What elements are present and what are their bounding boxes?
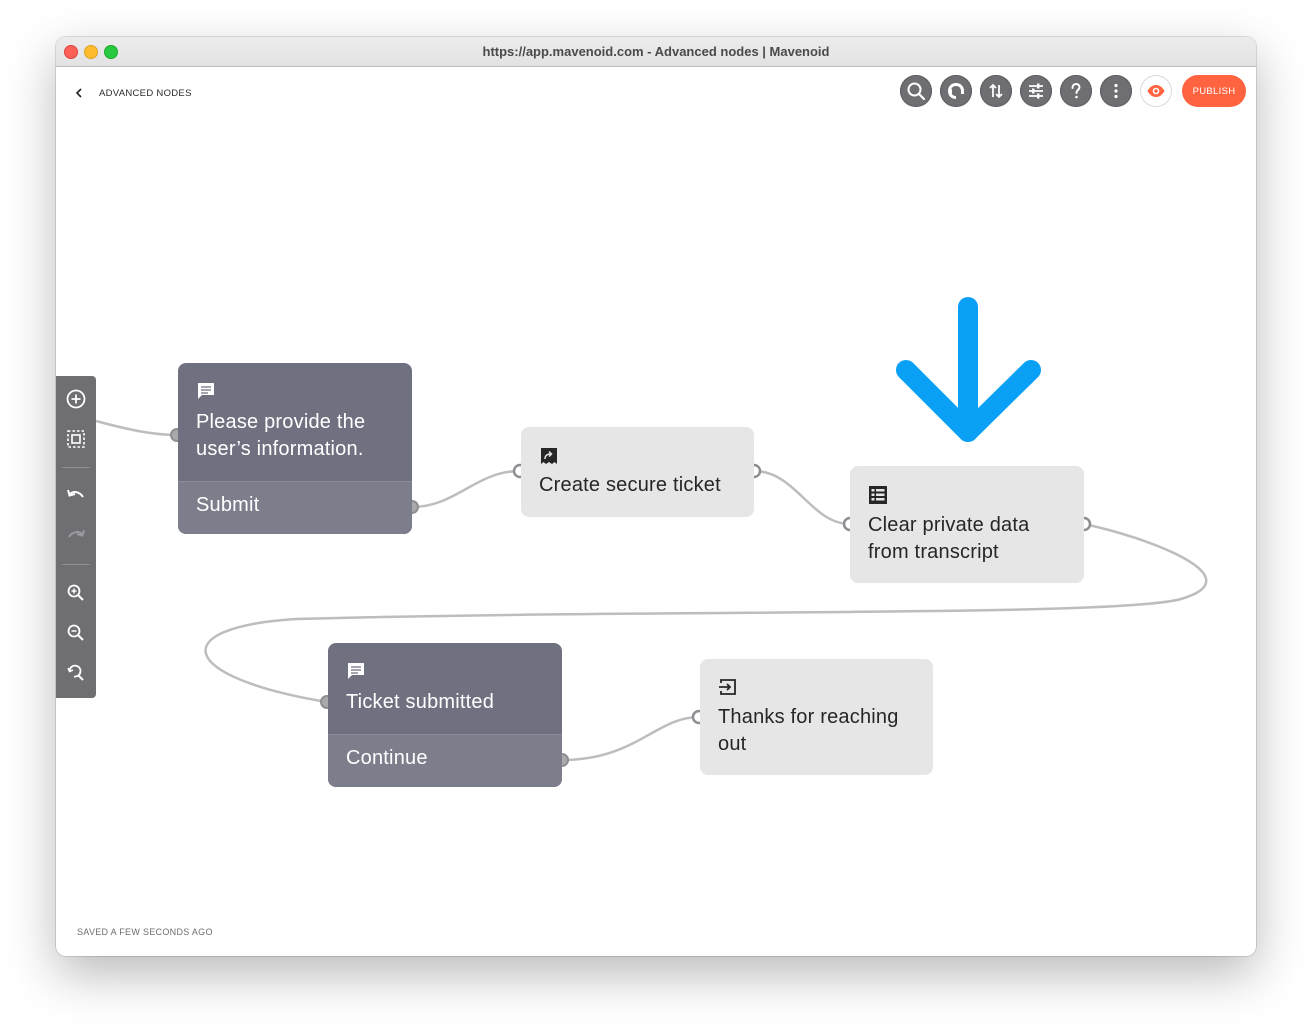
flow-node-ticket-submitted[interactable]: Ticket submitted Continue [328, 643, 562, 787]
zoom-out-icon [67, 624, 84, 641]
save-status: SAVED A FEW SECONDS AGO [77, 927, 213, 937]
redo-button[interactable] [64, 524, 88, 548]
connection-submit-to-ticket [411, 469, 521, 509]
editor-toolbar: PUBLISH [900, 75, 1246, 107]
zoom-in-icon [67, 584, 84, 601]
sort-button[interactable] [980, 75, 1012, 107]
node-text: Clear private data from transcript [868, 514, 1030, 563]
bot-icon [948, 83, 964, 99]
output-label: Submit [196, 494, 260, 516]
zoom-reset-icon [67, 664, 84, 681]
close-window-button[interactable] [64, 45, 78, 59]
undo-button[interactable] [64, 484, 88, 508]
back-label: ADVANCED NODES [99, 87, 192, 99]
connection-clear-to-submitted [204, 522, 1208, 704]
select-area-icon [67, 430, 85, 448]
message-icon [198, 383, 214, 399]
flow-node-clear-data[interactable]: Clear private data from transcript [850, 466, 1084, 583]
help-button[interactable] [1060, 75, 1092, 107]
preview-button[interactable] [1140, 75, 1172, 107]
help-icon [1071, 82, 1081, 99]
settings-button[interactable] [1020, 75, 1052, 107]
title-bar: https://app.mavenoid.com - Advanced node… [56, 37, 1256, 67]
flow-node-secure-ticket[interactable]: Create secure ticket [521, 427, 754, 517]
exit-icon [719, 679, 736, 695]
tools-divider [62, 467, 90, 468]
add-node-icon [66, 389, 86, 409]
window-title: https://app.mavenoid.com - Advanced node… [482, 44, 830, 59]
tools-divider [62, 564, 90, 565]
zoom-window-button[interactable] [104, 45, 118, 59]
sort-icon [989, 83, 1003, 99]
arrow-down-icon [896, 297, 1041, 442]
zoom-out-button[interactable] [64, 621, 88, 645]
editor-header: ADVANCED NODES PUBLISH [56, 67, 1256, 117]
assistant-button[interactable] [940, 75, 972, 107]
back-button[interactable]: ADVANCED NODES [72, 85, 192, 101]
add-node-button[interactable] [64, 387, 88, 411]
zoom-reset-button[interactable] [64, 661, 88, 685]
connection-continue-to-thanks [561, 715, 700, 762]
more-options-button[interactable] [1100, 75, 1132, 107]
connection-incoming [95, 419, 179, 437]
node-text: Create secure ticket [539, 474, 721, 496]
zoom-in-button[interactable] [64, 581, 88, 605]
sliders-icon [1029, 83, 1043, 99]
redo-icon [68, 529, 85, 538]
flow-node-thanks[interactable]: Thanks for reaching out [700, 659, 933, 775]
message-icon [348, 663, 364, 679]
output-label: Continue [346, 747, 428, 769]
flow-node-user-info[interactable]: Please provide the user’s information. S… [178, 363, 412, 534]
table-icon [869, 486, 887, 504]
select-area-button[interactable] [64, 427, 88, 451]
publish-button[interactable]: PUBLISH [1182, 75, 1246, 107]
connection-ticket-to-clear [753, 469, 851, 526]
node-text: Ticket submitted [346, 691, 495, 713]
search-icon [907, 82, 926, 101]
chevron-left-icon [75, 88, 82, 98]
node-output-submit[interactable]: Submit [178, 481, 412, 534]
search-button[interactable] [900, 75, 932, 107]
ticket-share-icon [541, 448, 557, 464]
minimize-window-button[interactable] [84, 45, 98, 59]
more-vertical-icon [1114, 83, 1118, 99]
node-output-continue[interactable]: Continue [328, 734, 562, 787]
eye-icon [1147, 85, 1165, 97]
browser-window: https://app.mavenoid.com - Advanced node… [56, 37, 1256, 956]
node-text: Thanks for reaching out [718, 706, 899, 755]
node-text: Please provide the user’s information. [196, 411, 366, 460]
canvas-tools [56, 376, 96, 698]
undo-icon [67, 489, 84, 498]
